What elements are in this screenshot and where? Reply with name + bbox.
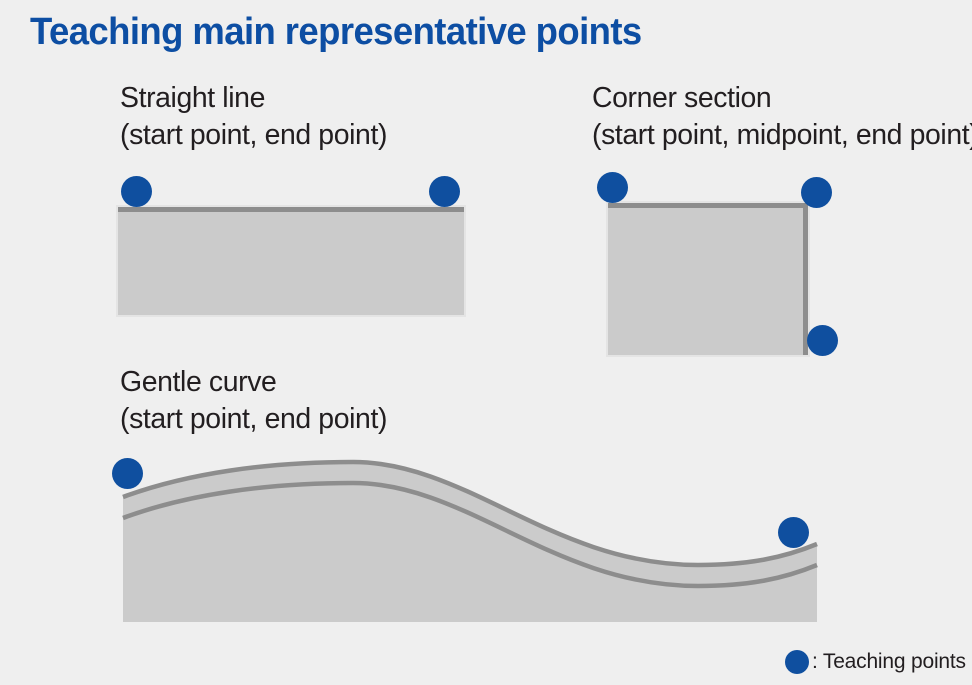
corner-section-label-line1: Corner section — [592, 82, 772, 114]
gentle-curve-workpiece — [122, 459, 818, 622]
teaching-point-dot — [778, 517, 809, 548]
corner-section-taught-edge-top — [608, 203, 808, 208]
corner-section-label-line2: (start point, midpoint, end point) — [592, 119, 972, 151]
gentle-curve-taught-edge-upper — [122, 459, 818, 568]
straight-line-label-line1: Straight line — [120, 82, 265, 114]
legend-label: : Teaching points — [812, 650, 966, 673]
straight-line-workpiece — [118, 207, 464, 315]
gentle-curve-fill — [123, 462, 817, 622]
corner-section-workpiece — [608, 203, 808, 355]
gentle-curve-label-line2: (start point, end point) — [120, 403, 388, 435]
corner-section-label: Corner section (start point, midpoint, e… — [592, 80, 972, 154]
legend: : Teaching points — [785, 649, 966, 675]
teaching-point-dot — [121, 176, 152, 207]
teaching-point-dot — [801, 177, 832, 208]
gentle-curve-taught-edge-lower — [122, 480, 818, 589]
page-title: Teaching main representative points — [30, 11, 642, 53]
corner-section-taught-edge-right — [803, 203, 808, 355]
teaching-point-dot — [112, 458, 143, 489]
teaching-point-dot — [807, 325, 838, 356]
gentle-curve-label: Gentle curve (start point, end point) — [120, 364, 387, 438]
straight-line-label: Straight line (start point, end point) — [120, 80, 387, 154]
teaching-point-dot — [597, 172, 628, 203]
teaching-point-legend-icon — [785, 650, 809, 674]
teaching-point-dot — [429, 176, 460, 207]
straight-line-taught-edge — [118, 207, 464, 212]
straight-line-label-line2: (start point, end point) — [120, 119, 388, 151]
gentle-curve-label-line1: Gentle curve — [120, 366, 277, 398]
